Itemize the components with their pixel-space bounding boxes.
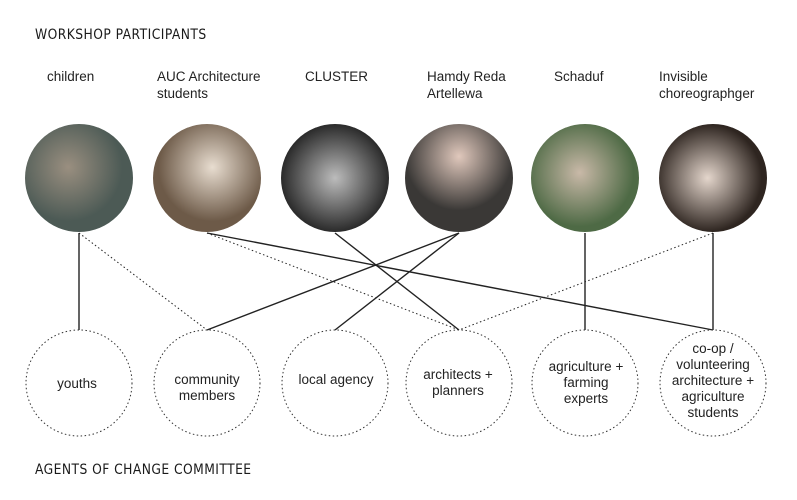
- connection-auc-coop: [206, 232, 714, 331]
- participant-label-hamdy: Hamdy Reda Artellewa: [427, 69, 506, 101]
- participant-label-children: children: [47, 69, 95, 84]
- connection-hamdy-community: [206, 232, 460, 331]
- participants-heading: WORKSHOP PARTICIPANTS: [35, 27, 207, 43]
- agent-circle-coop: [659, 329, 767, 437]
- participant-photo-schaduf: [531, 124, 639, 232]
- participant-photo-invisible: [659, 124, 767, 232]
- agent-circle-community: [153, 329, 261, 437]
- agent-label-architects: architects + planners: [423, 367, 493, 398]
- committee-heading: AGENTS OF CHANGE COMMITTEE: [35, 462, 252, 478]
- participant-photo-cluster: [281, 124, 389, 232]
- agent-label-agriculture: agriculture + farming experts: [548, 359, 624, 406]
- connection-hamdy-local: [334, 232, 460, 331]
- connection-auc-architects: [206, 232, 460, 331]
- participant-label-invisible: Invisible choreographger: [659, 69, 755, 101]
- agent-label-coop: co-op / volunteering architecture + agri…: [671, 341, 755, 420]
- participant-label-cluster: CLUSTER: [305, 69, 369, 84]
- participant-photo-children: [25, 124, 133, 232]
- agent-label-community: community members: [174, 372, 240, 403]
- agent-circle-architects: [405, 329, 513, 437]
- connection-children-community: [78, 232, 208, 331]
- agent-label-youths: youths: [57, 376, 97, 391]
- participant-label-schaduf: Schaduf: [554, 69, 604, 84]
- connection-lines: [78, 232, 714, 331]
- participant-label-auc: AUC Architecture students: [157, 69, 261, 101]
- agent-circle-local: [281, 329, 389, 437]
- connection-invisible-architects: [458, 232, 714, 331]
- agent-circle-agriculture: [531, 329, 639, 437]
- participant-photo-hamdy: [405, 124, 513, 232]
- agent-label-local: local agency: [298, 372, 374, 387]
- participant-photo-auc: [153, 124, 261, 232]
- agent-circle-youths: [25, 329, 133, 437]
